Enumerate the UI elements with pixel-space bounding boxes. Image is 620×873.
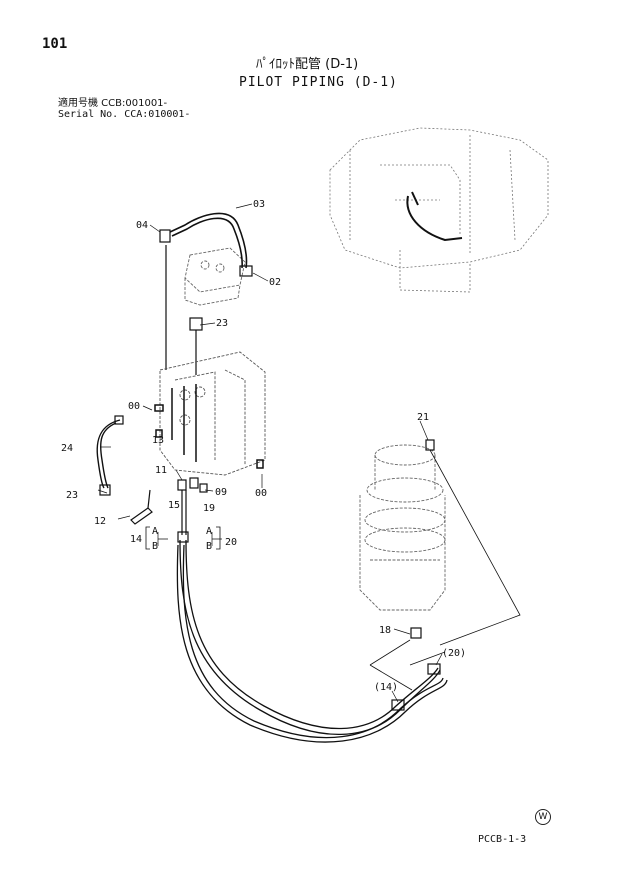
hose-03	[169, 212, 248, 269]
fitting-14-lower	[391, 699, 405, 711]
callout-20: 20	[225, 537, 237, 548]
callout-00-left: 00	[128, 401, 140, 412]
footer-code: PCCB-1-3	[478, 834, 527, 845]
callout-02: 02	[269, 277, 281, 288]
fittings-lower	[177, 477, 208, 535]
page-number: 101	[42, 36, 68, 52]
fitting-02	[239, 265, 253, 277]
dashed-pipe-route	[369, 449, 521, 691]
callout-23-top: 23	[216, 318, 228, 329]
swing-motor	[359, 444, 446, 611]
valve-spools	[154, 384, 264, 469]
callout-14: 14	[130, 534, 142, 545]
callout-11: 11	[155, 465, 167, 476]
callout-13: 13	[152, 435, 164, 446]
page-title: PILOT PIPING (D-1)	[239, 75, 398, 90]
fitting-23-bottom	[99, 484, 111, 496]
label-a-right: A	[206, 526, 212, 537]
label-b-right: B	[206, 541, 212, 552]
callout-20-paren: (20)	[442, 648, 466, 659]
callout-23-bottom: 23	[66, 490, 78, 501]
machine-pipe-highlight	[406, 191, 463, 242]
callout-15: 15	[168, 500, 180, 511]
machine-outline	[329, 127, 549, 293]
control-valve	[159, 351, 266, 476]
callout-09: 09	[215, 487, 227, 498]
fitting-23-top	[189, 317, 203, 331]
watermark-logo: W	[535, 809, 551, 825]
serial-number-line: Serial No. CCA:010001-	[58, 109, 191, 120]
callout-24: 24	[61, 443, 73, 454]
callout-12: 12	[94, 516, 106, 527]
label-b-left: B	[152, 541, 158, 552]
callout-03: 03	[253, 199, 265, 210]
fitting-04	[159, 229, 171, 243]
callout-21: 21	[417, 412, 429, 423]
fitting-18	[410, 627, 422, 639]
callout-00-right: 00	[255, 488, 267, 499]
applicable-serial-line: 適用号機 CCB:001001-	[58, 98, 168, 109]
adapter-12	[130, 489, 153, 525]
callout-14-paren: (14)	[374, 682, 398, 693]
fitting-20-lower	[427, 663, 441, 675]
callout-18: 18	[379, 625, 391, 636]
pilot-hoses-long	[176, 539, 448, 743]
fitting-21	[425, 439, 435, 451]
title-japanese: ﾊﾟｲﾛｯﾄ配管 (D-1)	[256, 57, 359, 72]
hose-24	[96, 419, 121, 489]
label-a-left: A	[152, 526, 158, 537]
callout-19: 19	[203, 503, 215, 514]
pump-assembly	[184, 247, 246, 306]
callout-04: 04	[136, 220, 148, 231]
